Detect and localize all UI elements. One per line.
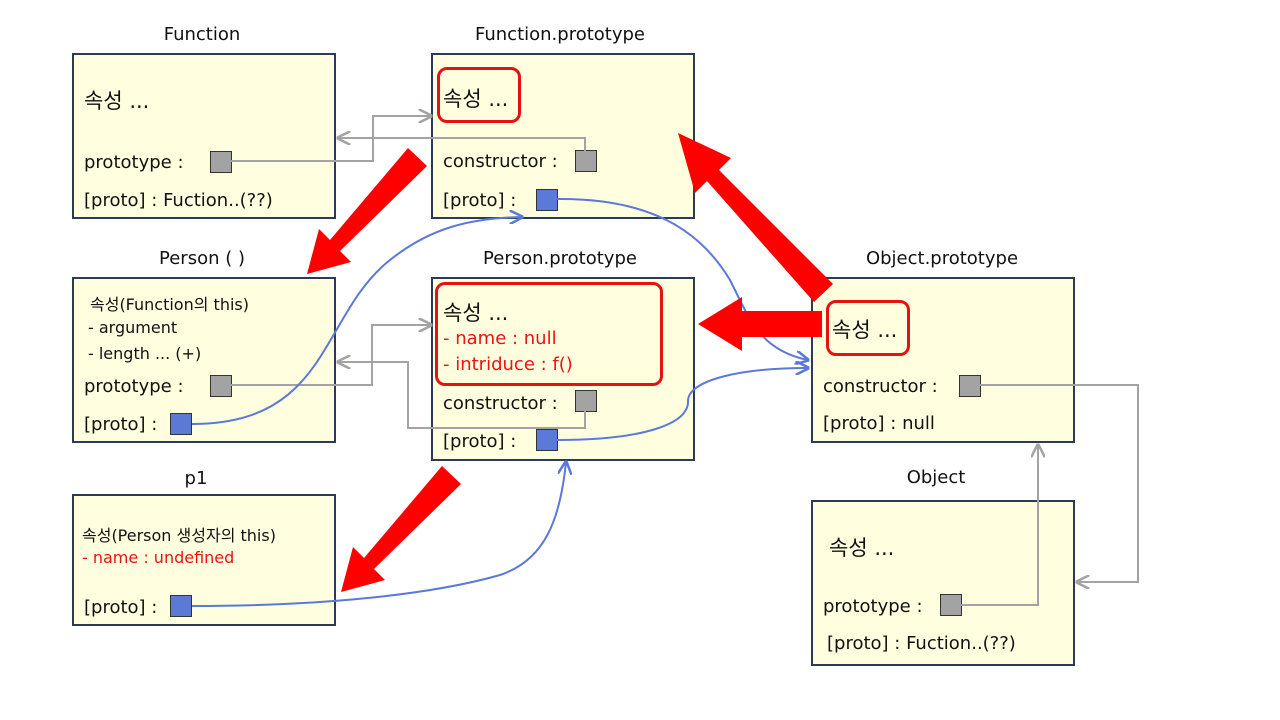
object-prototype-title: Object.prototype bbox=[865, 248, 1019, 269]
function-box: 속성 ... prototype : [proto] : Fuction..(?… bbox=[72, 53, 336, 219]
red-arrow-object-prototype-to-function-prototype bbox=[678, 133, 833, 302]
person-proto-pointer bbox=[170, 413, 192, 435]
person-prototype-props: 속성 ... bbox=[443, 301, 509, 325]
object-prototype-pointer bbox=[940, 594, 962, 616]
person-length: - length ... (+) bbox=[88, 344, 202, 363]
person-box: 속성(Function의 this) - argument - length .… bbox=[72, 277, 336, 443]
function-title: Function bbox=[163, 24, 241, 45]
person-props: 속성(Function의 this) bbox=[90, 295, 249, 314]
function-prototype-props-highlight bbox=[437, 67, 521, 123]
object-props: 속성 ... bbox=[829, 536, 895, 560]
function-prototype-proto-label: [proto] : bbox=[443, 190, 517, 211]
person-prototype-title: Person.prototype bbox=[483, 248, 637, 269]
function-prototype-box: 속성 ... constructor : [proto] : bbox=[431, 53, 695, 219]
object-prototype-constructor-pointer bbox=[959, 375, 981, 397]
function-proto-label: [proto] : Fuction..(??) bbox=[84, 190, 273, 211]
object-prototype-constructor-label: constructor : bbox=[823, 376, 938, 397]
function-prototype-constructor-label: constructor : bbox=[443, 151, 558, 172]
p1-proto-label: [proto] : bbox=[84, 597, 158, 618]
person-prototype-name: - name : null bbox=[443, 328, 557, 349]
person-prototype-introduce: - intriduce : f() bbox=[443, 354, 573, 375]
person-proto-label: [proto] : bbox=[84, 414, 158, 435]
function-prototype-props: 속성 ... bbox=[443, 87, 509, 111]
red-arrow-object-prototype-to-person-prototype bbox=[698, 297, 822, 351]
object-box: 속성 ... prototype : [proto] : Fuction..(?… bbox=[811, 500, 1075, 666]
person-prototype-box: 속성 ... - name : null - intriduce : f() c… bbox=[431, 277, 695, 461]
function-prototype-title: Function.prototype bbox=[474, 24, 645, 45]
function-prototype-label: prototype : bbox=[84, 152, 184, 173]
person-prototype-proto-pointer bbox=[536, 429, 558, 451]
person-prototype-constructor-label: constructor : bbox=[443, 393, 558, 414]
p1-props: 속성(Person 생성자의 this) bbox=[82, 526, 276, 545]
person-title: Person ( ) bbox=[159, 248, 245, 269]
p1-title: p1 bbox=[184, 468, 208, 489]
person-prototype-label: prototype : bbox=[84, 376, 184, 397]
p1-name: - name : undefined bbox=[82, 548, 235, 567]
function-prototype-constructor-pointer bbox=[575, 150, 597, 172]
p1-box: 속성(Person 생성자의 this) - name : undefined … bbox=[72, 494, 336, 626]
person-prototype-constructor-pointer bbox=[575, 390, 597, 412]
red-arrow-person-prototype-to-p1 bbox=[341, 466, 461, 592]
object-prototype-props: 속성 ... bbox=[832, 318, 898, 342]
object-title: Object bbox=[906, 467, 966, 488]
object-proto-label: [proto] : Fuction..(??) bbox=[827, 633, 1016, 654]
function-prototype-proto-pointer bbox=[536, 189, 558, 211]
function-props: 속성 ... bbox=[84, 89, 150, 113]
person-prototype-proto-label: [proto] : bbox=[443, 431, 517, 452]
person-prototype-pointer bbox=[210, 375, 232, 397]
object-prototype-props-highlight bbox=[826, 300, 910, 356]
object-prototype-box: 속성 ... constructor : [proto] : null bbox=[811, 277, 1075, 443]
function-prototype-pointer bbox=[210, 151, 232, 173]
person-argument: - argument bbox=[88, 318, 178, 337]
object-prototype-label: prototype : bbox=[823, 596, 923, 617]
object-prototype-proto-label: [proto] : null bbox=[823, 413, 935, 434]
p1-proto-pointer bbox=[170, 595, 192, 617]
